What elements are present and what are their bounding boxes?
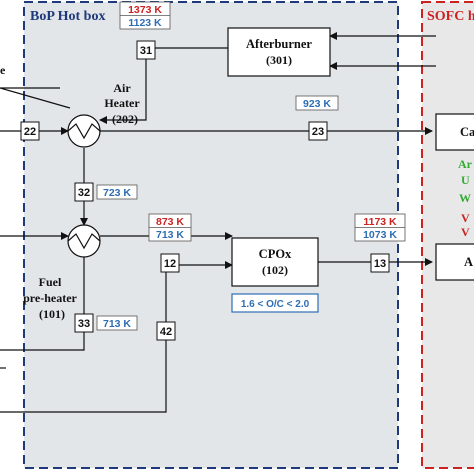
- afterburner-id: (301): [266, 53, 292, 67]
- stream-12-temp-1: 873 K: [156, 216, 184, 228]
- sofc-line-1: Ar: [458, 157, 473, 171]
- stream-22-label: 22: [24, 126, 36, 138]
- stream-13-temp-1: 1173 K: [363, 216, 397, 228]
- sofc-line-5: V: [461, 225, 470, 239]
- cpox-box: [231, 237, 319, 287]
- stream-23-box: [308, 121, 328, 141]
- cpox-constraint-box: [231, 293, 319, 313]
- air-heater-id: (202): [112, 112, 138, 126]
- fuel-preheater-label-1: Fuel: [39, 275, 62, 289]
- fuel-preheater-label-2: pre-heater: [23, 291, 77, 305]
- cathode-box: [435, 113, 474, 151]
- sofc-region: [421, 1, 474, 469]
- stream-31-temp-1: 1373 K: [128, 4, 162, 16]
- air-heater-label-2: Heater: [104, 96, 140, 110]
- stream-23-label: 23: [312, 126, 324, 138]
- fuel-preheater: [67, 224, 101, 258]
- heat-exchanger-zigzag-icon: [67, 233, 101, 250]
- stream-12-temp-2: 713 K: [156, 229, 184, 241]
- stream-13-temp-2: 1073 K: [363, 229, 397, 241]
- fuel-preheater-id: (101): [39, 307, 65, 321]
- stream-33-box: [74, 313, 94, 333]
- cathode-label: Ca: [460, 125, 474, 139]
- stream-23-temp-1: 923 K: [303, 98, 331, 110]
- sofc-line-3: W: [459, 191, 471, 205]
- sofc-line-4: V: [461, 211, 470, 225]
- stream-13-label: 13: [374, 258, 386, 270]
- stream-23-temp-box: [295, 95, 339, 111]
- stream-12-label: 12: [164, 258, 176, 270]
- stream-42-label: 42: [160, 326, 172, 338]
- sofc-title: SOFC h: [427, 9, 474, 24]
- stream-31-label: 31: [140, 45, 152, 57]
- cpox-name: CPOx: [259, 247, 292, 261]
- stream-32-temp-1: 723 K: [103, 187, 131, 199]
- stream-42-box: [156, 321, 176, 341]
- afterburner-name: Afterburner: [246, 37, 312, 51]
- afterburner-box: [227, 27, 331, 77]
- stream-31-box: [136, 40, 156, 60]
- stream-31-temp-2: 1123 K: [128, 17, 162, 29]
- cpox-constraint: 1.6 < O/C < 2.0: [241, 299, 310, 310]
- bop-hot-box-title: BoP Hot box: [30, 9, 105, 24]
- stream-33-temp-1: 713 K: [103, 318, 131, 330]
- anode-label: A: [464, 255, 473, 269]
- stream-22-box: [20, 121, 40, 141]
- stream-32-temp-box: [96, 184, 138, 200]
- sofc-line-2: U: [461, 173, 470, 187]
- anode-box: [435, 243, 474, 281]
- stream-33-label: 33: [78, 318, 90, 330]
- stream-12-box: [160, 253, 180, 273]
- heat-exchanger-zigzag-icon: [67, 123, 101, 140]
- air-heater-label-1: Air: [113, 81, 131, 95]
- stream-32-box: [74, 182, 94, 202]
- air-heater: [67, 114, 101, 148]
- stream-13-box: [370, 253, 390, 273]
- left-edge-text: e: [0, 63, 6, 77]
- stream-32-label: 32: [78, 187, 90, 199]
- stream-33-temp-box: [96, 315, 138, 331]
- cpox-id: (102): [262, 263, 288, 277]
